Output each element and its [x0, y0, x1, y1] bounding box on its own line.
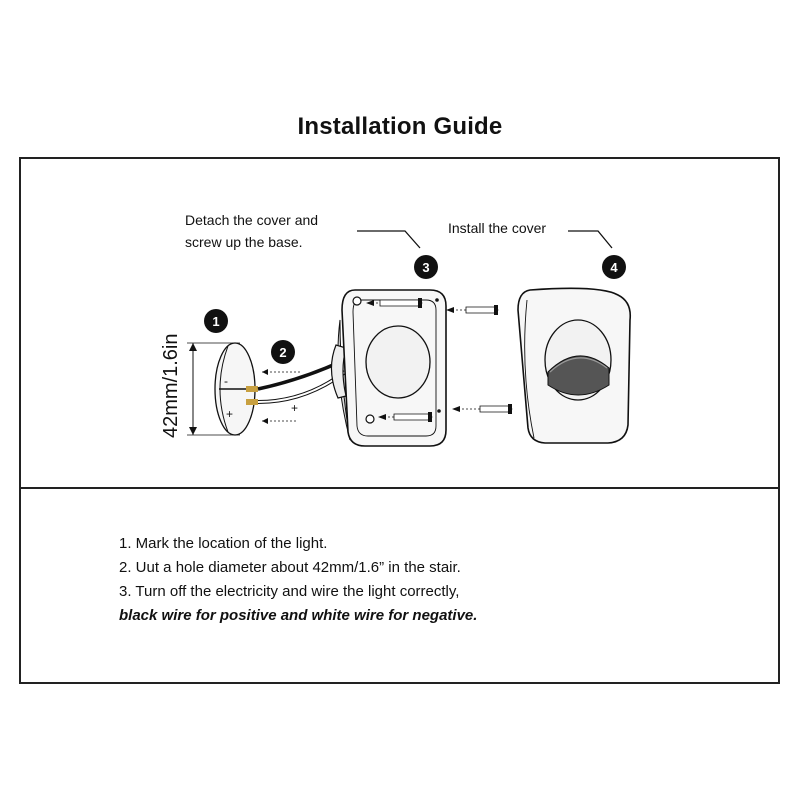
leader-line-4: [568, 230, 613, 249]
step-badge-1: 1: [204, 309, 228, 333]
step-1-text: 1. Mark the location of the light.: [119, 535, 328, 552]
svg-text:2: 2: [279, 345, 286, 360]
step-3-emphasis: black wire for positive and white wire f…: [119, 607, 478, 624]
base-plate: [330, 289, 447, 447]
diagram-frame: [19, 157, 780, 684]
step-3-text: 3. Turn off the electricity and wire the…: [119, 583, 460, 600]
callout-4-label: Install the cover: [448, 220, 546, 236]
screw-base-top: [366, 298, 423, 308]
section-divider: [19, 487, 780, 489]
leader-line-3: [357, 230, 421, 249]
callout-3-line1: Detach the cover and: [185, 212, 318, 228]
dimension-label: 42mm/1.6in: [160, 334, 182, 439]
plus-sign-wire: +: [291, 401, 298, 415]
step-badge-4: 4: [602, 255, 626, 279]
svg-text:4: 4: [610, 260, 618, 275]
svg-text:1: 1: [212, 314, 219, 329]
dimension-marker: [187, 342, 240, 436]
callout-3-line2: screw up the base.: [185, 234, 303, 250]
plus-sign-dome: +: [226, 407, 233, 421]
instruction-steps: 1. Mark the location of the light. 2. Uu…: [119, 532, 477, 628]
screw-loose-top: [446, 305, 499, 315]
step-2-text: 2. Uut a hole diameter about 42mm/1.6” i…: [119, 559, 461, 576]
minus-sign-wire: -: [279, 375, 283, 389]
light-cover: [517, 287, 632, 444]
step-badge-2: 2: [271, 340, 295, 364]
step-badge-3: 3: [414, 255, 438, 279]
screw-base-bottom: [378, 412, 433, 422]
svg-text:3: 3: [422, 260, 429, 275]
page-title: Installation Guide: [297, 113, 503, 140]
screw-loose-bottom: [452, 404, 513, 414]
minus-sign-dome: -: [224, 374, 228, 388]
